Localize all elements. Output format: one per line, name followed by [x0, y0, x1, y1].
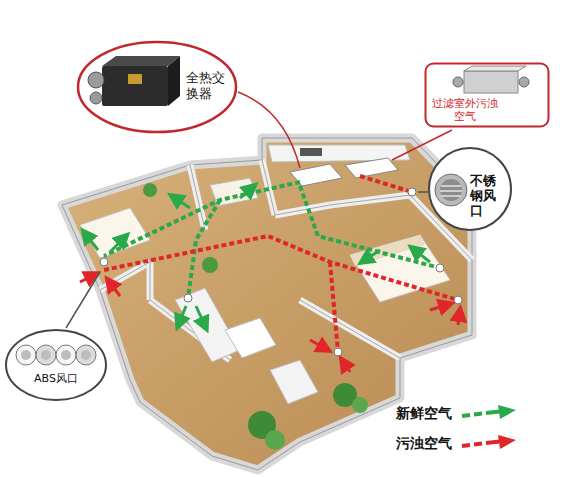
- callout-outline: [76, 40, 238, 134]
- callout-label: 不锈钢风口: [470, 173, 509, 218]
- callout-label: ABS风口: [18, 372, 94, 385]
- legend-label: 新鲜空气: [396, 402, 524, 424]
- heat-exchanger-callout: 全热交换器: [76, 40, 238, 134]
- abs-vent-callout: ABS风口: [4, 328, 108, 402]
- legend-arrow: [460, 402, 524, 424]
- legend-label: 污浊空气: [396, 432, 524, 454]
- stainless-vent-callout: 不锈钢风口: [427, 146, 513, 232]
- callout-outline: [4, 328, 108, 402]
- callout-outline: [424, 62, 550, 128]
- fresh-air-legend: 新鲜空气: [396, 402, 524, 424]
- legend-arrow: [460, 432, 524, 454]
- callout-label: 过滤室外污浊空气: [432, 97, 498, 122]
- filter-callout: 过滤室外污浊空气: [424, 62, 550, 128]
- callout-label: 全热交换器: [186, 70, 228, 101]
- stale-air-legend: 污浊空气: [396, 432, 524, 454]
